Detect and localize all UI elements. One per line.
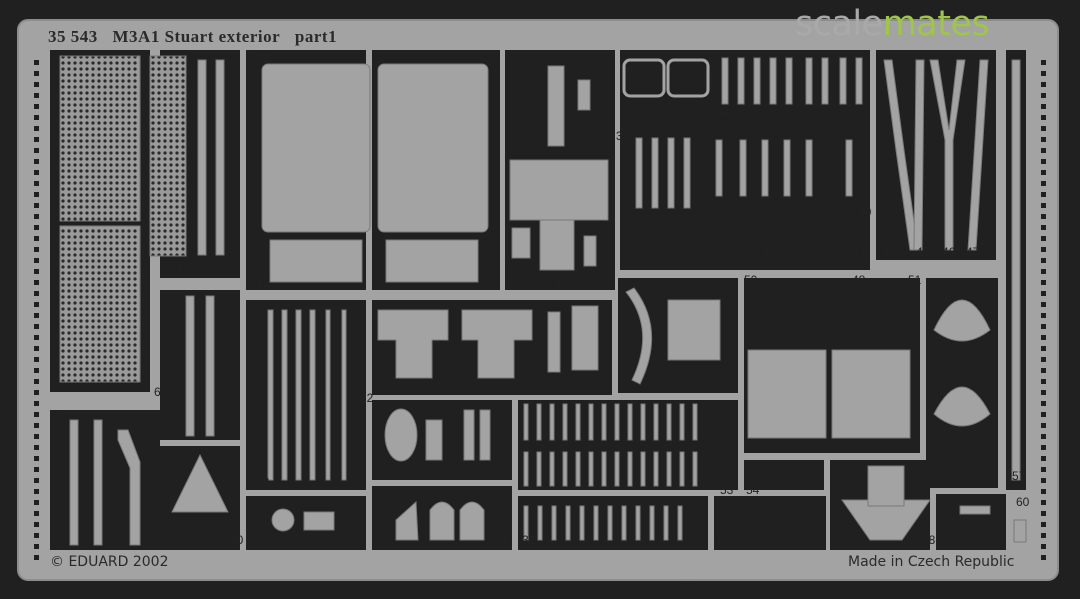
part-number-34: 34 xyxy=(716,105,730,119)
part-number-33: 33 xyxy=(624,105,638,119)
part-number-22: 22 xyxy=(360,391,374,405)
part-number-40: 40 xyxy=(858,205,872,219)
part-number-12: 12 xyxy=(256,276,270,290)
part-number-32: 32 xyxy=(522,533,536,547)
part-number-54: 53 xyxy=(720,483,734,497)
part-number-4: 4 xyxy=(176,329,183,343)
etched-parts xyxy=(59,55,1027,546)
watermark-right: mates xyxy=(882,4,990,44)
part-number-5: 5 xyxy=(232,329,239,343)
part-number-39: 39 xyxy=(822,205,836,219)
part-number-57: 56 xyxy=(738,533,752,547)
part-number-42: 42 xyxy=(762,247,776,261)
scalemates-watermark: scalemates xyxy=(795,4,990,44)
part-number-48: 48 xyxy=(852,273,866,287)
part-number-50: 40 xyxy=(652,375,666,389)
part-number-28: 28 xyxy=(256,533,270,547)
part-number-43: 43 xyxy=(852,247,866,261)
part-number-21: 21 xyxy=(384,375,398,389)
product-code: 35 543 xyxy=(48,27,98,46)
part-number-46: 46 xyxy=(942,245,956,259)
part-number-66: 60 xyxy=(1016,495,1030,509)
part-number-58: 55 xyxy=(760,533,774,547)
mesh-grille-3 xyxy=(149,55,187,257)
fret-header: 35 543 M3A1 Stuart exterior part1 xyxy=(48,27,347,47)
part-number-56: 55 xyxy=(718,533,732,547)
part-number-23: 23 xyxy=(256,475,270,489)
maker-mark: © EDUARD 2002 xyxy=(50,554,169,570)
part-number-45: 45 xyxy=(916,245,930,259)
part-number-2: 2 xyxy=(200,261,207,275)
part-number-64: 58 xyxy=(922,533,936,547)
part-number-60: 55 xyxy=(806,533,820,547)
part-number-17: 17 xyxy=(590,275,604,289)
part-number-25: 25 xyxy=(376,459,390,473)
part-number-35: 35 xyxy=(818,105,832,119)
part-number-51: 50 xyxy=(744,273,758,287)
part-number-63: 57 xyxy=(1012,469,1026,483)
part-number-26: 26 xyxy=(450,401,464,415)
part-number-31: 31 xyxy=(494,533,508,547)
part-number-62: 56 xyxy=(978,469,992,483)
product-title: M3A1 Stuart exterior xyxy=(112,27,281,46)
part-number-7: 7 xyxy=(56,411,63,425)
part-number-41: 41 xyxy=(622,247,636,261)
part-number-44: 44 xyxy=(882,245,896,259)
part-number-29: 29 xyxy=(350,533,364,547)
part-number-13: 13 xyxy=(512,49,526,63)
part-number-16: 16 xyxy=(556,275,570,289)
part-number-38: 38 xyxy=(694,129,708,143)
part-number-36: 36 xyxy=(852,105,866,119)
part-number-61: 55 xyxy=(838,459,852,473)
mesh-grille-2 xyxy=(59,225,141,383)
part-number-30: 30 xyxy=(376,533,390,547)
part-number-59: 56 xyxy=(782,533,796,547)
part-number-49: 49 xyxy=(720,375,734,389)
part-number-55: 54 xyxy=(746,483,760,497)
part-number-6: 6 xyxy=(154,385,161,399)
part-number-8: 8 xyxy=(146,533,153,547)
part-label: part1 xyxy=(294,27,338,46)
part-number-47: 47 xyxy=(966,245,980,259)
part-number-53: 52 xyxy=(720,427,734,441)
part-number-52: 51 xyxy=(908,273,922,287)
part-number-19: 19 xyxy=(554,375,568,389)
origin-mark: Made in Czech Republic xyxy=(848,554,1015,570)
part-number-9: 9 xyxy=(172,533,179,547)
part-number-18: 16 xyxy=(598,375,612,389)
edge-perforations xyxy=(34,60,1046,560)
part-number-11: 11 xyxy=(256,51,269,65)
part-number-14: 14 xyxy=(598,49,612,63)
part-number-10: 10 xyxy=(230,533,244,547)
part-number-67: 61 xyxy=(680,579,694,593)
part-number-1: 1 xyxy=(176,261,183,275)
part-number-27: 27 xyxy=(496,459,510,473)
part-number-15: 15 xyxy=(520,275,534,289)
watermark-left: scale xyxy=(795,4,883,44)
mesh-grille-1 xyxy=(59,55,141,222)
part-number-3: 3 xyxy=(226,261,233,275)
part-number-37: 37 xyxy=(616,129,630,143)
part-number-20: 20 xyxy=(530,375,544,389)
part-number-65: 59 xyxy=(972,533,986,547)
part-number-24: 24 xyxy=(350,475,364,489)
